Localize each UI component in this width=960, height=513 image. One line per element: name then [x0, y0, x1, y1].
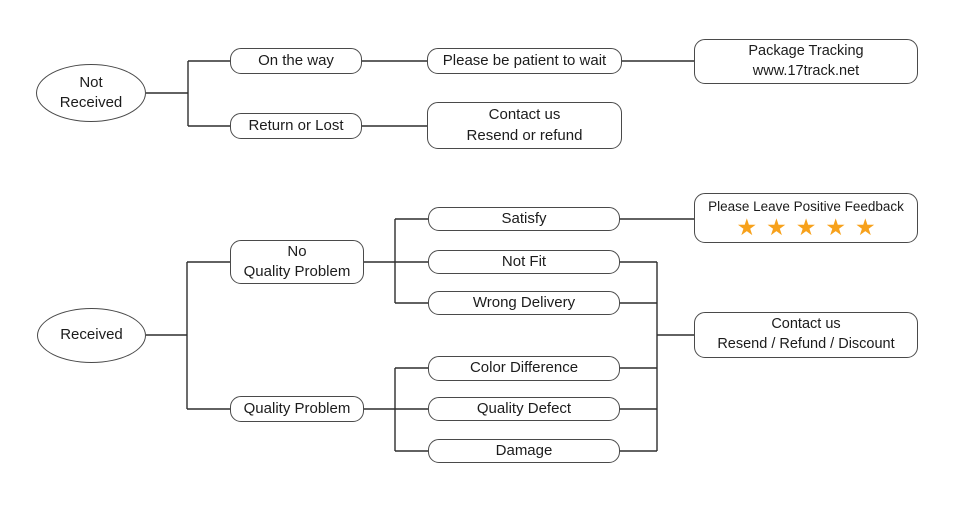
node-satisfy: Satisfy	[428, 207, 620, 231]
five-star-rating: ★ ★ ★ ★ ★	[732, 216, 880, 239]
node-damage: Damage	[428, 439, 620, 463]
node-no-quality-problem: No Quality Problem	[230, 240, 364, 284]
node-received: Received	[37, 308, 146, 363]
node-color-difference: Color Difference	[428, 356, 620, 381]
star-icon: ★	[854, 214, 876, 241]
star-icon: ★	[825, 214, 846, 241]
star-icon: ★	[736, 214, 758, 241]
node-contact-us-resend-refund: Contact us Resend or refund	[427, 102, 622, 149]
node-wrong-delivery: Wrong Delivery	[428, 291, 620, 315]
node-please-be-patient: Please be patient to wait	[427, 48, 622, 74]
node-not-received: Not Received	[36, 64, 146, 122]
star-icon: ★	[766, 214, 787, 241]
node-quality-defect: Quality Defect	[428, 397, 620, 421]
node-return-or-lost: Return or Lost	[230, 113, 362, 139]
node-quality-problem: Quality Problem	[230, 396, 364, 422]
node-on-the-way: On the way	[230, 48, 362, 74]
node-not-fit: Not Fit	[428, 250, 620, 274]
node-positive-feedback: Please Leave Positive Feedback ★ ★ ★ ★ ★	[694, 193, 918, 243]
star-icon: ★	[795, 214, 817, 241]
node-contact-us-resend-refund-discount: Contact us Resend / Refund / Discount	[694, 312, 918, 358]
positive-feedback-label: Please Leave Positive Feedback	[708, 198, 904, 214]
node-package-tracking: Package Tracking www.17track.net	[694, 39, 918, 84]
